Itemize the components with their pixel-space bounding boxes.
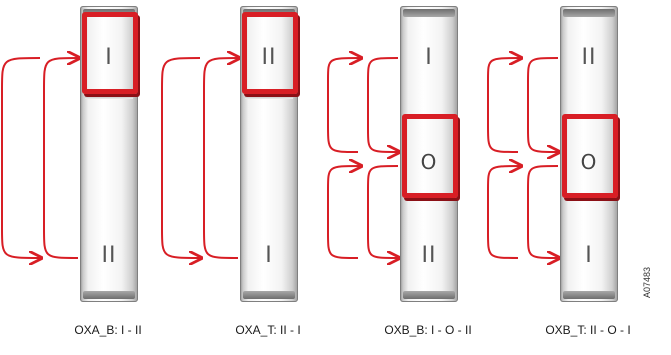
position-two-symbol: II — [581, 45, 597, 70]
arrow-oxb-t-lower-outer — [487, 166, 520, 259]
arrow-oxa-t-inner — [203, 58, 238, 259]
arrow-oxb-b-upper-outer — [327, 58, 360, 153]
arrow-oxa-b-outer — [0, 57, 40, 258]
switch-top-cap — [403, 9, 455, 17]
position-zero-symbol: O — [420, 150, 438, 174]
position-one-symbol: I — [105, 45, 113, 70]
active-position-frame — [242, 12, 298, 94]
arrow-oxb-t-upper-outer — [487, 58, 520, 153]
caption-oxa-t: OXA_T: II - I — [235, 323, 301, 337]
image-id-label: A07483 — [642, 266, 652, 298]
position-two-symbol: II — [101, 243, 117, 268]
switch-divider — [245, 96, 293, 99]
active-position-frame — [402, 114, 458, 198]
active-position-frame — [82, 12, 138, 94]
arrow-oxb-b-lower-outer — [327, 166, 360, 259]
position-two-symbol: II — [421, 243, 437, 268]
switch-top-cap — [563, 9, 615, 17]
active-position-frame — [562, 114, 618, 198]
arrow-oxa-t-outer — [161, 57, 200, 258]
switch-bottom-cap — [563, 291, 615, 299]
switch-oxa-b: I II — [80, 6, 138, 302]
caption-oxb-t: OXB_T: II - O - I — [545, 323, 631, 337]
arrow-oxb-b-upper-inner — [367, 57, 398, 152]
arrow-oxb-t-upper-inner — [527, 57, 558, 152]
arrow-oxb-t-lower-inner — [527, 165, 558, 258]
arrow-oxa-b-inner — [43, 58, 78, 259]
switch-oxa-t: II I — [240, 6, 298, 302]
position-zero-symbol: O — [580, 150, 598, 174]
switch-bottom-cap — [243, 291, 295, 299]
switch-bottom-cap — [83, 291, 135, 299]
switch-bottom-cap — [403, 291, 455, 299]
switch-oxb-b: I O II — [400, 6, 458, 302]
position-two-symbol: II — [261, 45, 277, 70]
position-one-symbol: I — [265, 243, 273, 268]
switch-oxb-t: II O I — [560, 6, 618, 302]
caption-oxb-b: OXB_B: I - O - II — [384, 323, 472, 337]
position-one-symbol: I — [425, 45, 433, 70]
caption-oxa-b: OXA_B: I - II — [74, 323, 142, 337]
arrow-oxb-b-lower-inner — [367, 165, 398, 258]
switch-divider — [85, 96, 133, 99]
position-one-symbol: I — [585, 243, 593, 268]
